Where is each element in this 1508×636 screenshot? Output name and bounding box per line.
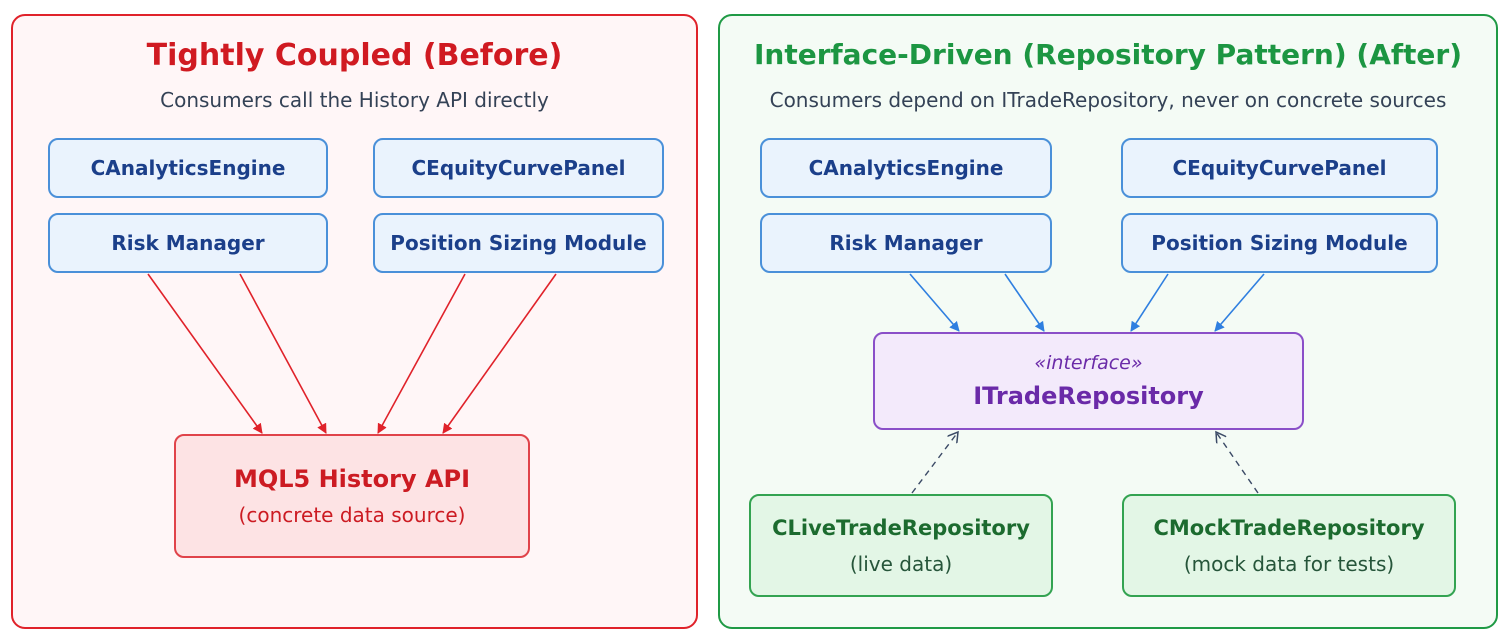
- after-consumer-position-sizing: Position Sizing Module: [1121, 213, 1438, 273]
- interface-stereotype: «interface»: [1034, 352, 1143, 374]
- arrow-position-sizing-to-interface: [1130, 273, 1169, 332]
- after-consumer-risk-manager: Risk Manager: [760, 213, 1052, 273]
- itrade-repository-box: «interface» ITradeRepository: [873, 332, 1304, 430]
- arrow-position-sizing-to-history-api: [377, 273, 466, 434]
- arrow-position-sizing-to-interface-2: [1214, 273, 1265, 332]
- after-consumer-analytics-engine: CAnalyticsEngine: [760, 138, 1052, 198]
- arrow-position-sizing-to-history-api-2: [442, 273, 557, 434]
- arrow-risk-manager-to-interface: [909, 273, 960, 332]
- mock-repo-desc: (mock data for tests): [1183, 551, 1395, 576]
- after-subtitle: Consumers depend on ITradeRepository, ne…: [769, 88, 1447, 112]
- arrow-mock-repo-implements-interface: [1216, 432, 1259, 494]
- interface-name: ITradeRepository: [973, 382, 1204, 410]
- before-consumer-analytics-engine: CAnalyticsEngine: [48, 138, 328, 198]
- mock-repo-name: CMockTradeRepository: [1153, 515, 1425, 540]
- after-title: Interface-Driven (Repository Pattern) (A…: [753, 38, 1463, 71]
- history-api-title: MQL5 History API: [233, 465, 471, 493]
- before-title: Tightly Coupled (Before): [146, 38, 563, 73]
- arrow-risk-manager-to-history-api: [147, 273, 263, 434]
- live-repo-name: CLiveTradeRepository: [772, 515, 1030, 540]
- history-api-subtitle: (concrete data source): [238, 503, 466, 527]
- live-trade-repository-box: CLiveTradeRepository (live data): [749, 494, 1053, 597]
- arrow-risk-manager-to-history-api-2: [239, 273, 327, 434]
- after-consumer-equity-curve-panel: CEquityCurvePanel: [1121, 138, 1438, 198]
- history-api-box: MQL5 History API (concrete data source): [174, 434, 530, 558]
- live-repo-desc: (live data): [849, 551, 953, 576]
- arrow-live-repo-implements-interface: [911, 432, 958, 494]
- before-consumer-risk-manager: Risk Manager: [48, 213, 328, 273]
- before-consumer-position-sizing: Position Sizing Module: [373, 213, 664, 273]
- arrow-risk-manager-to-interface-2: [1004, 273, 1045, 332]
- mock-trade-repository-box: CMockTradeRepository (mock data for test…: [1122, 494, 1456, 597]
- before-subtitle: Consumers call the History API directly: [160, 88, 549, 112]
- before-consumer-equity-curve-panel: CEquityCurvePanel: [373, 138, 664, 198]
